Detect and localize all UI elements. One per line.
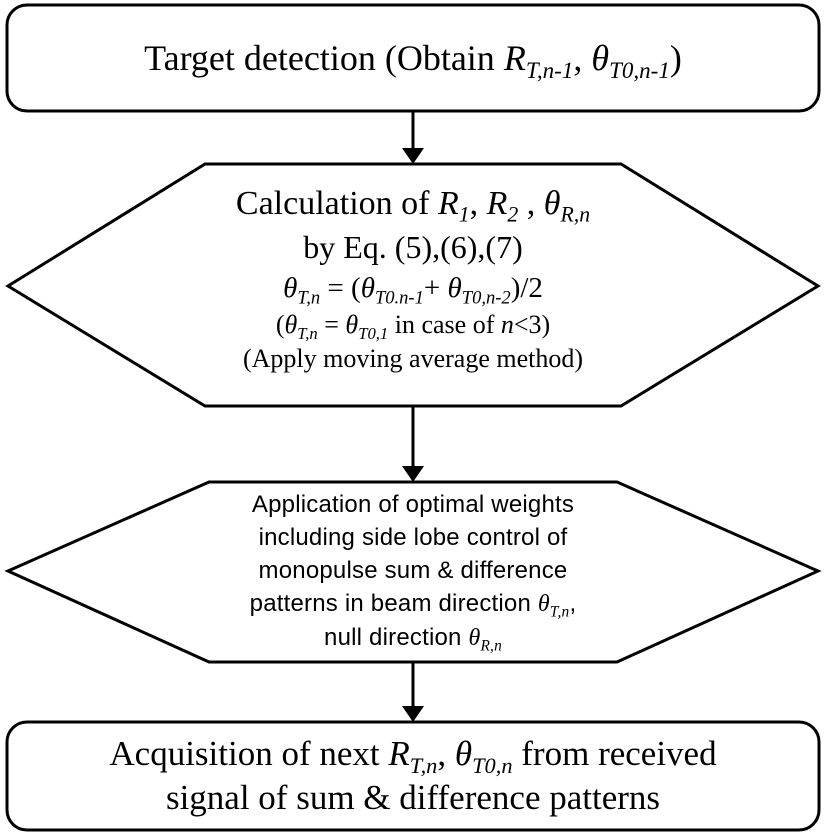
target-detection-label: Target detection (Obtain <box>144 38 504 78</box>
arrowhead-3 <box>402 706 424 722</box>
equals-open: = ( <box>320 272 361 304</box>
theta-t0-symbol: θ <box>447 272 462 304</box>
calculation-text: Calculation of R1, R2 , θR,n by Eq. (5),… <box>100 182 726 376</box>
theta-r-symbol: θ <box>543 185 561 222</box>
theta-t-symbol: θ <box>284 310 298 339</box>
calc-label: Calculation of <box>235 185 438 222</box>
range-symbol: R <box>388 734 410 773</box>
theta-t-symbol: θ <box>537 591 550 617</box>
weights-line-3: monopulse sum & difference <box>258 557 568 584</box>
calculation-hexagon <box>5 162 821 408</box>
divide-two: )/2 <box>510 272 543 304</box>
weights-line-1: Application of optimal weights <box>251 491 575 518</box>
acquisition-label: Acquisition of next <box>109 734 389 773</box>
acquisition-line-2: signal of sum & difference patterns <box>165 778 661 817</box>
separator: , <box>437 734 455 773</box>
r2-subscript: 2 <box>507 202 519 227</box>
calculation-line-3: θT,n = (θT0.n-1+ θT0,n-2)/2 <box>100 268 726 308</box>
weights-line-4: patterns in beam direction θT,n, <box>120 587 706 621</box>
r1-symbol: R <box>437 185 459 222</box>
target-detection-line: Target detection (Obtain RT,n-1, θT0,n-1… <box>7 38 819 82</box>
closing-paren: ) <box>669 38 682 78</box>
r2-symbol: R <box>486 185 508 222</box>
theta-subscript: T0,n-1 <box>609 57 670 84</box>
theta-t-subscript: T,n <box>297 323 318 343</box>
theta-r-symbol: θ <box>468 625 481 651</box>
acquisition-text: Acquisition of next RT,n, θT0,n from rec… <box>7 732 819 820</box>
theta-r-subscript: R,n <box>560 202 591 227</box>
calculation-line-1: Calculation of R1, R2 , θR,n <box>100 182 726 226</box>
calculation-line-4: (θT,n = θT0,1 in case of n<3) <box>100 308 726 342</box>
condition-label: in case of <box>388 310 501 339</box>
target-detection-text: Target detection (Obtain RT,n-1, θT0,n-1… <box>7 38 819 82</box>
calculation-line-5: (Apply moving average method) <box>242 344 584 373</box>
separator: , <box>573 38 592 78</box>
theta-t0-symbol: θ <box>454 734 473 773</box>
target-detection-box <box>5 3 821 113</box>
theta-t0-subscript: T0,n <box>472 752 513 778</box>
weights-hexagon <box>4 480 822 664</box>
range-subscript: T,n-1 <box>525 57 574 84</box>
open-paren: ( <box>275 310 285 339</box>
comma: , <box>569 590 577 617</box>
theta-t-subscript: T,n <box>549 603 570 621</box>
arrowhead-1 <box>402 148 424 164</box>
theta-t-symbol: θ <box>283 272 298 304</box>
null-direction-label: null direction <box>324 624 469 651</box>
acquisition-line-1: Acquisition of next RT,n, θT0,n from rec… <box>7 732 819 778</box>
weights-line-2: including side lobe control of <box>258 524 568 551</box>
arrowhead-2 <box>402 466 424 482</box>
theta-t0-subscript: T0,n-2 <box>461 287 511 309</box>
separator: , <box>518 185 544 222</box>
theta-t0-subscript: T0,1 <box>358 323 389 343</box>
condition-end: <3) <box>513 310 551 339</box>
weights-text: Application of optimal weights including… <box>120 488 706 655</box>
beam-direction-label: patterns in beam direction <box>249 590 538 617</box>
range-subscript: T,n <box>409 752 438 778</box>
r1-subscript: 1 <box>458 202 470 227</box>
theta-t-subscript: T,n <box>297 287 321 309</box>
theta-t0-symbol: θ <box>360 272 375 304</box>
theta-t0-symbol: θ <box>345 310 359 339</box>
weights-line-5: null direction θR,n <box>120 621 706 655</box>
calculation-line-2: by Eq. (5),(6),(7) <box>303 229 523 265</box>
separator: , <box>469 185 487 222</box>
equals-sign: = <box>317 310 346 339</box>
theta-r-subscript: R,n <box>480 637 502 655</box>
received-label: from received <box>512 734 717 773</box>
n-symbol: n <box>500 310 514 339</box>
theta-symbol: θ <box>591 38 610 78</box>
plus-sign: + <box>423 272 448 304</box>
theta-t0-subscript: T0.n-1 <box>374 287 424 309</box>
range-symbol: R <box>503 38 526 78</box>
